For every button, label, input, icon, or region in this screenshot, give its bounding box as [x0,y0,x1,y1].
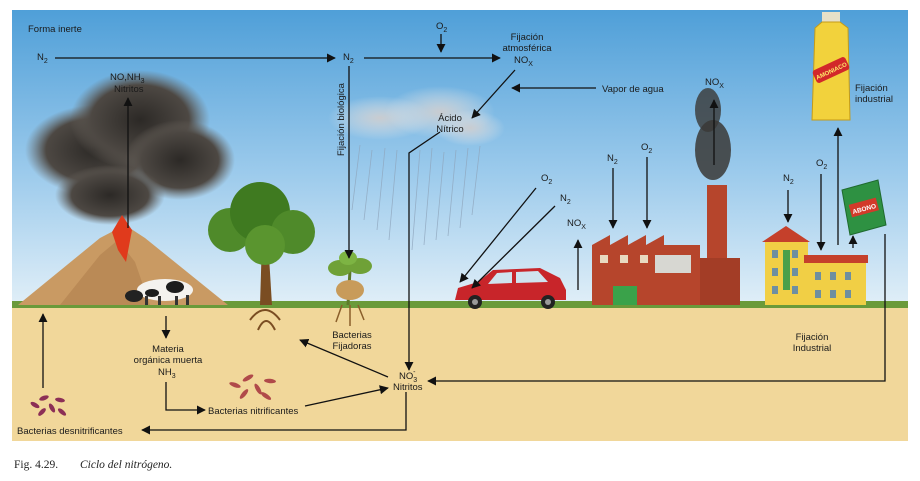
label-fijacion-industrial-low-2: Industrial [793,343,832,354]
label-forma-inerte: Forma inerte [28,24,82,35]
ammonia-bottle: AMONIACO [812,12,851,120]
fertilizer-bag: ABONO [842,180,886,235]
caption-figure-number: Fig. 4.29. [14,459,58,471]
soil [12,306,908,441]
label-nitritos-top: Nitritos [114,84,144,95]
label-bacterias-desnitrificantes: Bacterias desnitrificantes [17,426,123,437]
label-fijacion-biologica: Fijación biológica [336,82,347,156]
label-nitritos-mid: Nitritos [393,382,423,393]
label-vapor: Vapor de agua [602,84,664,95]
label-bacterias-nitrificantes: Bacterias nitrificantes [208,406,299,417]
label-fijacion-industrial-top-2: industrial [855,94,893,105]
label-fijacion-atm-1: Fijación [511,32,544,43]
label-materia-2: orgánica muerta [134,355,203,366]
label-acido-2: Nítrico [436,124,463,135]
label-bacterias-fijadoras-2: Fijadoras [332,341,371,352]
label-materia-1: Materia [152,344,184,355]
label-fijacion-industrial-low-1: Fijación [796,332,829,343]
caption-title: Ciclo del nitrógeno. [80,459,172,471]
label-fijacion-atm-2: atmosférica [502,43,552,54]
label-bacterias-fijadoras-1: Bacterias [332,330,372,341]
label-acido-1: Ácido [438,113,462,124]
label-fijacion-industrial-top-1: Fijación [855,83,888,94]
